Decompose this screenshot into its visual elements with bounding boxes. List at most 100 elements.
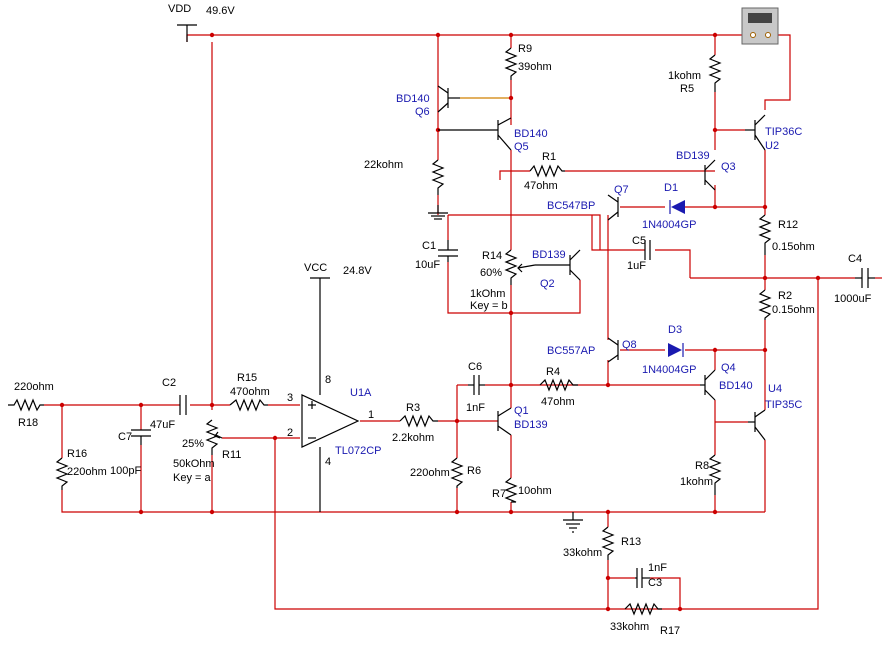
r18-label: R18 [18, 417, 38, 429]
pin8-label: 8 [325, 374, 331, 386]
r13-label: R13 [621, 536, 641, 548]
d1-label: D1 [664, 182, 678, 194]
d3-type: 1N4004GP [642, 364, 696, 376]
r18-resistor [8, 398, 44, 412]
r15-label: R15 [237, 372, 257, 384]
c5-label: C5 [632, 235, 646, 247]
pin4-label: 4 [325, 456, 331, 468]
q3-label: Q3 [721, 161, 736, 173]
u2-transistor [745, 114, 766, 151]
u1a-type: TL072CP [335, 445, 381, 457]
ground-symbol [563, 512, 583, 533]
d1-diode [669, 200, 685, 214]
r13-value: 33kohm [563, 547, 602, 559]
r11-label: R11 [222, 449, 241, 461]
r2-label: R2 [778, 290, 792, 302]
r9-resistor [504, 47, 518, 80]
r11-value: 50kOhm [173, 458, 215, 470]
q4-type: BD140 [719, 380, 753, 392]
r11-potentiometer [205, 419, 223, 455]
r8-label: R8 [695, 460, 709, 472]
q7-transistor [607, 194, 619, 221]
c2-value: 47uF [150, 419, 175, 431]
r16-value: 220ohm [67, 466, 107, 478]
r13-resistor [601, 526, 615, 560]
d3-label: D3 [668, 324, 682, 336]
r4-resistor [539, 378, 578, 392]
r11-percent: 25% [182, 438, 204, 450]
c3-capacitor [635, 568, 650, 588]
r1-resistor [529, 164, 565, 178]
c6-value: 1nF [466, 402, 485, 414]
q5-type: BD140 [514, 128, 548, 140]
u4-label: U4 [768, 383, 782, 395]
r8-value: 1kohm [680, 476, 713, 488]
u4-transistor [748, 409, 766, 441]
c6-capacitor [468, 375, 485, 395]
r7-value: 10ohm [518, 485, 552, 497]
vdd-voltage: 49.6V [206, 5, 235, 17]
q3-transistor [704, 159, 716, 191]
c4-capacitor [855, 268, 875, 288]
q7-label: Q7 [614, 184, 629, 196]
q4-label: Q4 [721, 362, 736, 374]
r3-value: 2.2kohm [392, 432, 434, 444]
c5-value: 1uF [627, 260, 646, 272]
vcc-source [310, 277, 330, 395]
r14-key: Key = b [470, 300, 508, 312]
c3-value: 1nF [648, 562, 667, 574]
r14-label: R14 [482, 250, 502, 262]
r9-label: R9 [518, 43, 532, 55]
c4-value: 1000uF [834, 293, 872, 305]
vcc-voltage: 24.8V [343, 265, 372, 277]
q7-type: BC547BP [547, 200, 595, 212]
q1-transistor [497, 407, 512, 436]
r7-resistor [504, 477, 518, 503]
c1-capacitor [438, 240, 458, 262]
junctions [59, 32, 821, 612]
c6-label: C6 [468, 361, 482, 373]
r2-resistor [758, 289, 772, 320]
r-22kohm-value: 22kohm [364, 159, 403, 171]
vdd-source [177, 24, 197, 42]
r12-resistor [758, 214, 772, 255]
c7-capacitor [131, 429, 151, 445]
q2-type: BD139 [532, 249, 566, 261]
q3-type: BD139 [676, 150, 710, 162]
r6-value: 220ohm [410, 467, 450, 479]
c5-capacitor [644, 240, 651, 260]
c3-label: C3 [648, 577, 662, 589]
r8-resistor [708, 454, 722, 495]
u4-type: TIP35C [765, 399, 802, 411]
r12-label: R12 [778, 219, 798, 231]
r14-percent: 60% [480, 267, 502, 279]
r4-label: R4 [546, 366, 560, 378]
c4-label: C4 [848, 253, 862, 265]
r3-resistor [399, 414, 438, 428]
r2-value: 0.15ohm [772, 304, 815, 316]
r12-value: 0.15ohm [772, 241, 815, 253]
u2-label: U2 [765, 140, 779, 152]
q8-transistor [607, 337, 619, 363]
r18-value: 220ohm [14, 381, 54, 393]
r17-resistor [624, 602, 662, 616]
q1-label: Q1 [514, 405, 529, 417]
q6-type: BD140 [396, 93, 430, 105]
ground-symbol [428, 205, 448, 220]
u1a-label: U1A [350, 387, 372, 399]
r7-label: R7 [492, 488, 506, 500]
meter-icon [741, 7, 779, 45]
q5-transistor [438, 117, 512, 151]
r6-resistor [450, 457, 464, 488]
q8-type: BC557AP [547, 345, 595, 357]
r15-value: 470ohm [230, 386, 270, 398]
q5-label: Q5 [514, 141, 529, 153]
r1-label: R1 [542, 151, 556, 163]
r5-value: 1kohm [668, 70, 701, 82]
c7-value: 100pF [110, 465, 141, 477]
q8-label: Q8 [622, 339, 637, 351]
r17-label: R17 [660, 625, 680, 637]
r16-label: R16 [67, 448, 87, 460]
r16-resistor [55, 457, 69, 490]
